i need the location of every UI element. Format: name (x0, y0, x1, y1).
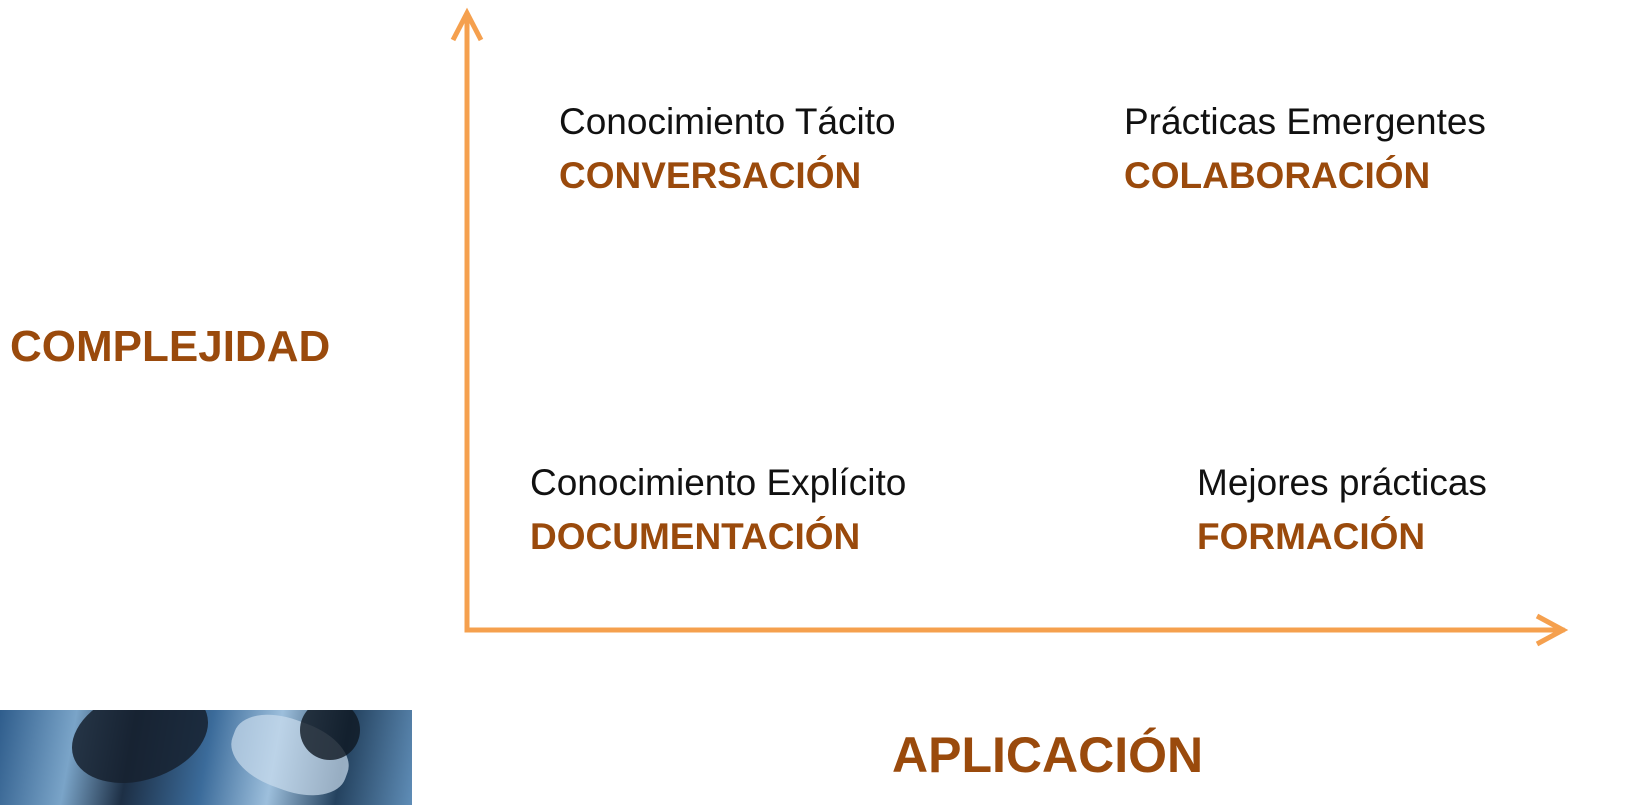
quadrant-bottom-left: Conocimiento Explícito DOCUMENTACIÓN (530, 456, 906, 564)
quadrant-name: Conocimiento Explícito (530, 462, 907, 503)
quadrant-top-left: Conocimiento Tácito CONVERSACIÓN (559, 95, 896, 203)
decorative-photo (0, 710, 412, 805)
quadrant-name: Conocimiento Tácito (559, 101, 896, 142)
quadrant-action: CONVERSACIÓN (559, 155, 862, 196)
quadrant-bottom-right: Mejores prácticas FORMACIÓN (1197, 456, 1487, 564)
photo-shape (300, 710, 360, 760)
quadrant-action: DOCUMENTACIÓN (530, 516, 861, 557)
quadrant-name: Mejores prácticas (1197, 462, 1487, 503)
photo-shape (59, 710, 221, 800)
quadrant-action: COLABORACIÓN (1124, 155, 1431, 196)
quadrant-name: Prácticas Emergentes (1124, 101, 1486, 142)
quadrant-action: FORMACIÓN (1197, 516, 1426, 557)
x-axis-title: APLICACIÓN (892, 727, 1204, 783)
x-axis-arrowhead (1535, 613, 1569, 647)
y-axis-arrowhead (450, 7, 484, 42)
y-axis-title: COMPLEJIDAD (10, 322, 331, 371)
quadrant-top-right: Prácticas Emergentes COLABORACIÓN (1124, 95, 1486, 203)
